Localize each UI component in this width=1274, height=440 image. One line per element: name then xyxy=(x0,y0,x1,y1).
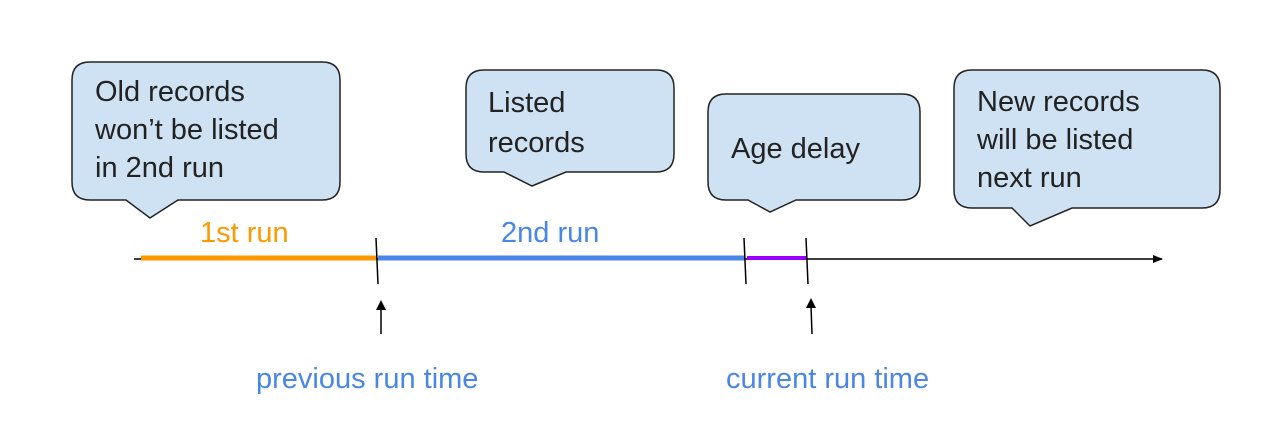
callout-age-delay-shape xyxy=(707,93,921,213)
callout-listed-records-line-1: Listed xyxy=(488,87,565,119)
callout-new-records-line-2: will be listed xyxy=(976,124,1133,156)
callout-old-records-line-2: won’t be listed xyxy=(94,114,279,146)
callout-new-records: New records will be listed next run xyxy=(953,69,1221,227)
second-run-label: 2nd run xyxy=(501,217,599,249)
previous-run-time-label: previous run time xyxy=(256,363,478,395)
callout-age-delay: Age delay xyxy=(707,93,921,213)
previous-run-time-arrow xyxy=(376,300,386,334)
callout-listed-records-line-2: records xyxy=(488,127,585,159)
first-run-label: 1st run xyxy=(200,217,289,249)
current-run-time-arrow xyxy=(806,298,816,335)
callout-new-records-line-3: next run xyxy=(977,162,1082,194)
current-run-start-tick xyxy=(743,237,747,285)
callout-old-records-shape xyxy=(71,61,341,219)
current-run-tick xyxy=(805,237,809,285)
callout-listed-records-shape xyxy=(465,69,675,187)
previous-run-tick xyxy=(375,237,379,285)
callout-old-records-line-1: Old records xyxy=(95,76,245,108)
current-run-time-label: current run time xyxy=(726,363,929,395)
callout-old-records: Old records won’t be listed in 2nd run xyxy=(71,61,341,219)
callout-new-records-line-1: New records xyxy=(977,86,1140,118)
callout-new-records-shape xyxy=(953,69,1221,227)
callout-listed-records: Listed records xyxy=(465,69,675,187)
callout-old-records-line-3: in 2nd run xyxy=(95,152,224,184)
callout-age-delay-line-1: Age delay xyxy=(731,133,860,165)
